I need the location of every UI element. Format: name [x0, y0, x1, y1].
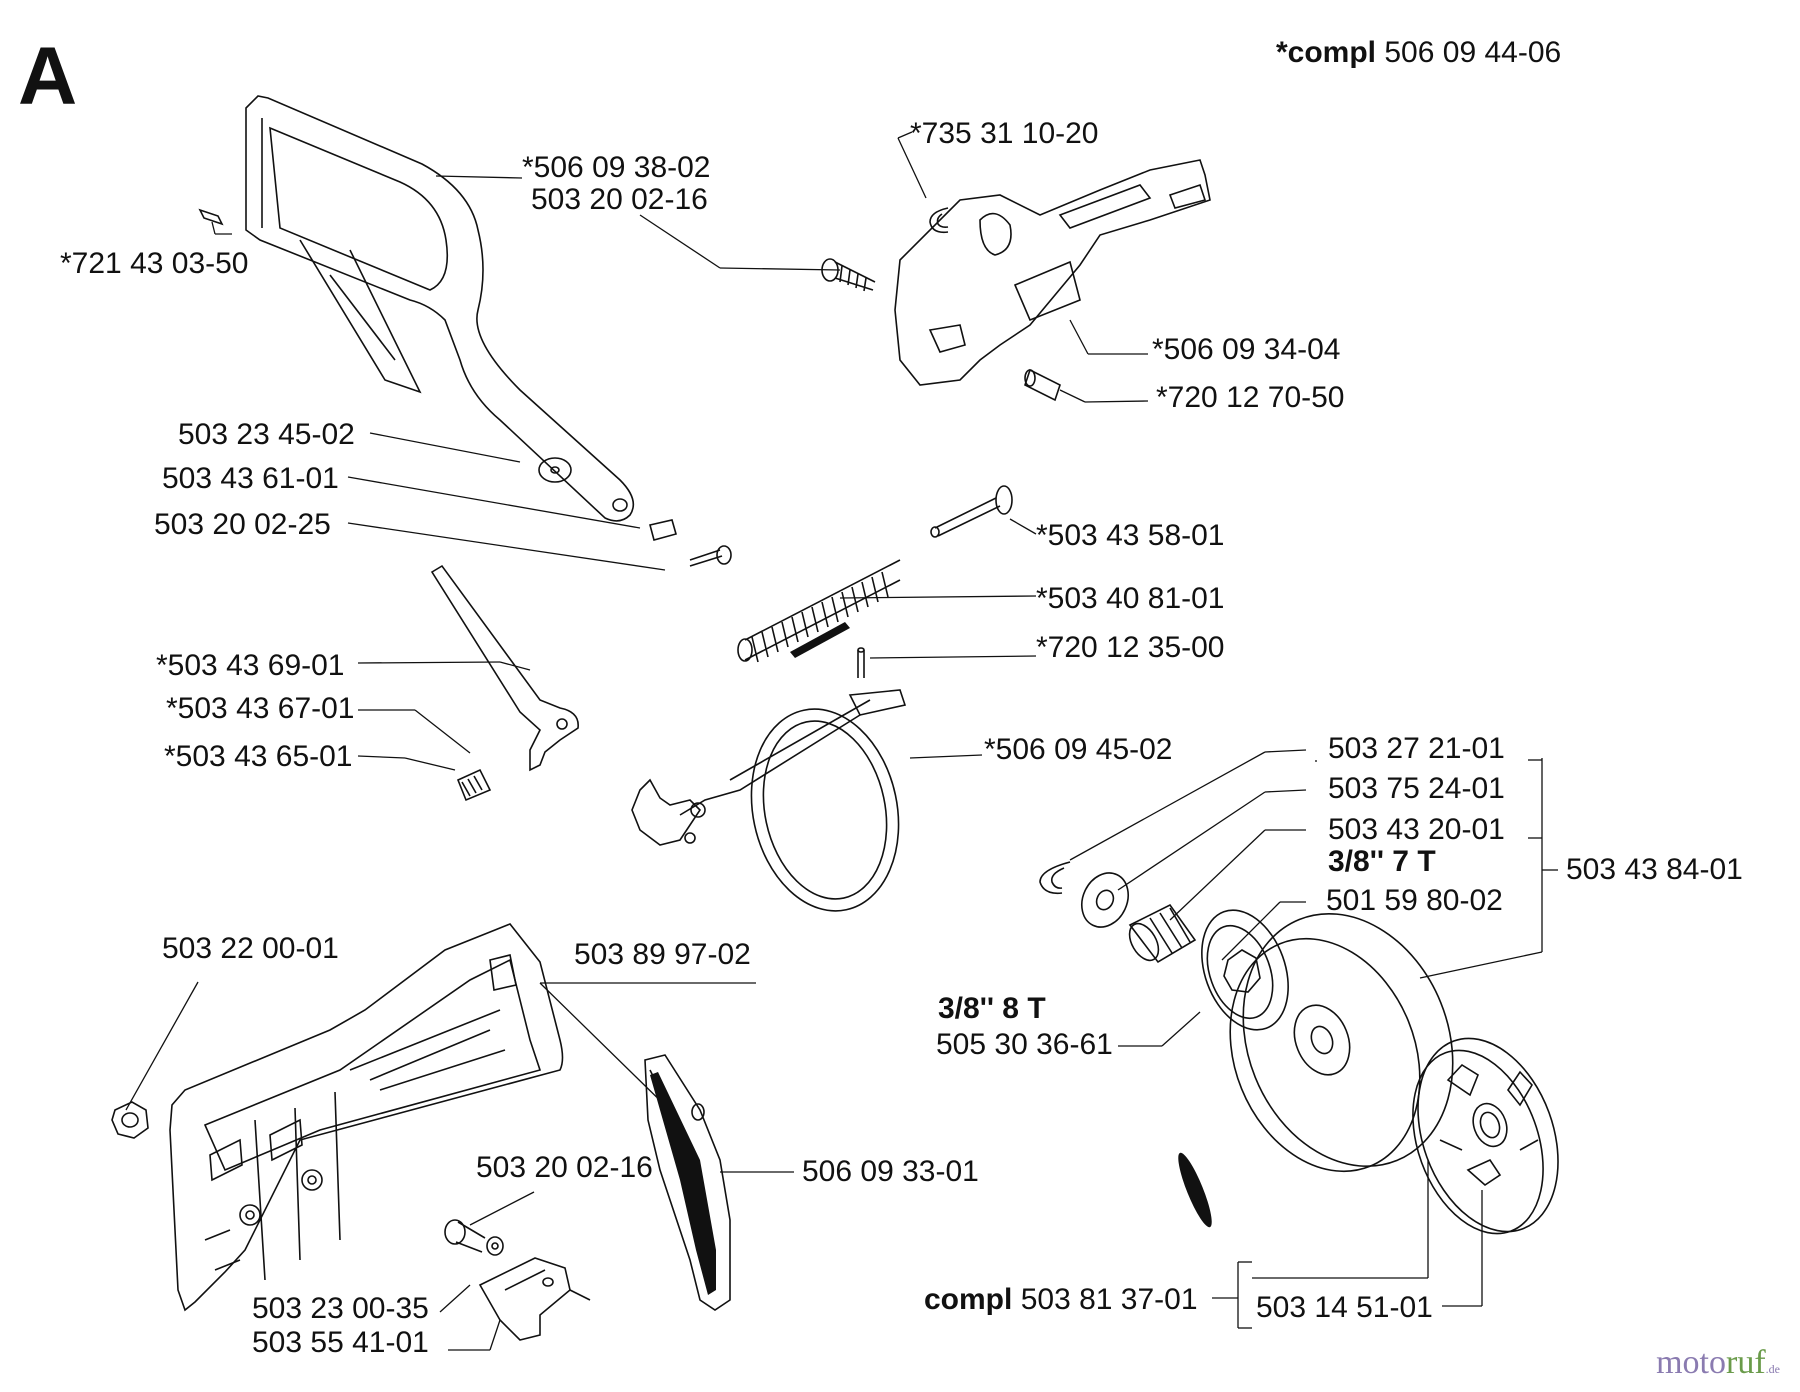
brake-band-drawing — [631, 689, 907, 912]
part-label-503-43-84-01: 503 43 84-01 — [1566, 853, 1743, 886]
part-label-720-12-70-50: *720 12 70-50 — [1156, 381, 1345, 414]
part-label-503-43-61-01: 503 43 61-01 — [162, 462, 339, 495]
part-label-503-43-65-01: *503 43 65-01 — [164, 740, 353, 773]
compl-top-prefix: *compl — [1276, 36, 1377, 69]
sleeve-screw-drawing — [649, 519, 732, 567]
part-label-503-55-41-01: 503 55 41-01 — [252, 1326, 429, 1359]
compl-bottom-label: compl 503 81 37-01 — [924, 1285, 1198, 1315]
section-letter: A — [18, 31, 78, 122]
watermark-part3: .de — [1765, 1362, 1780, 1376]
part-label-503-20-02-25: 503 20 02-25 — [154, 508, 331, 541]
part-label-735-31-10-20: *735 31 10-20 — [910, 117, 1099, 150]
part-label-503-40-81-01: *503 40 81-01 — [1036, 582, 1225, 615]
brake-housing-drawing — [894, 159, 1211, 386]
hand-guard-drawing — [245, 95, 635, 522]
sprocket-7t-label: 3/8'' 7 T — [1328, 845, 1436, 878]
compl-top-label: *compl 506 09 44-06 — [1276, 38, 1561, 68]
compl-top-code: 506 09 44-06 — [1384, 36, 1562, 69]
pin-drawing — [198, 208, 224, 226]
bar-nut-drawing — [111, 1101, 149, 1139]
watermark-part2: ruf — [1726, 1344, 1766, 1381]
sleeve-right-drawing — [1024, 368, 1061, 402]
part-label-503-27-21-01: 503 27 21-01 — [1328, 732, 1505, 765]
small-pin-drawing — [857, 647, 865, 678]
part-label-506-09-45-02: *506 09 45-02 — [984, 733, 1173, 766]
watermark-part1: moto — [1656, 1344, 1727, 1381]
part-label-503-23-00-35: 503 23 00-35 — [252, 1292, 429, 1325]
part-label-503-20-02-16-bottom: 503 20 02-16 — [476, 1151, 653, 1184]
part-label-505-30-36-61: 505 30 36-61 — [936, 1028, 1113, 1061]
compl-bottom-prefix: compl — [924, 1283, 1013, 1316]
part-label-506-09-34-04: *506 09 34-04 — [1152, 333, 1341, 366]
clutch-cover-drawing — [169, 923, 564, 1312]
part-label-503-89-97-02: 503 89 97-02 — [574, 938, 751, 971]
brake-lever-drawing — [430, 564, 579, 772]
sprocket-8t-label: 3/8'' 8 T — [938, 992, 1046, 1025]
part-label-721-43-03-50: *721 43 03-50 — [60, 247, 249, 280]
part-label-506-09-33-01: 506 09 33-01 — [802, 1155, 979, 1188]
part-label-506-09-38-02: *506 09 38-02 — [522, 151, 711, 184]
chain-catcher-drawing — [478, 1257, 591, 1341]
part-label-503-23-45-02: 503 23 45-02 — [178, 418, 355, 451]
solid-shading — [650, 622, 1212, 1295]
part-label-503-43-67-01: *503 43 67-01 — [166, 692, 355, 725]
needle-bearing-drawing — [1128, 903, 1197, 964]
part-label-503-43-58-01: *503 43 58-01 — [1036, 519, 1225, 552]
part-label-503-75-24-01: 503 75 24-01 — [1328, 772, 1505, 805]
compl-bottom-code: 503 81 37-01 — [1020, 1283, 1198, 1316]
part-label-503-20-02-16-top: 503 20 02-16 — [531, 183, 708, 216]
part-label-503-14-51-01: 503 14 51-01 — [1256, 1291, 1433, 1324]
screw-bottom-drawing — [444, 1219, 504, 1256]
part-label-503-43-69-01: *503 43 69-01 — [156, 649, 345, 682]
rim-sprocket-drawing — [1201, 909, 1289, 1031]
watermark-logo: motoruf.de — [1656, 1346, 1780, 1380]
lever-pin-drawing — [456, 768, 492, 802]
part-label-503-43-20-01: 503 43 20-01 — [1328, 813, 1505, 846]
clutch-drawing — [1412, 1037, 1559, 1235]
e-clip-top-drawing — [929, 207, 949, 234]
part-label-501-59-80-02: 501 59 80-02 — [1326, 884, 1503, 917]
part-label-720-12-35-00: *720 12 35-00 — [1036, 631, 1225, 664]
spring-drawing — [737, 559, 901, 663]
long-pin-drawing — [930, 485, 1013, 538]
screw-top-drawing — [821, 258, 876, 292]
washer-drawing — [538, 457, 572, 483]
thrust-washer-drawing — [1081, 872, 1129, 928]
leader-lines — [125, 131, 1558, 1351]
clutch-drum-drawing — [1229, 912, 1454, 1173]
e-clip-right-drawing — [1039, 861, 1071, 895]
part-label-503-22-00-01: 503 22 00-01 — [162, 932, 339, 965]
